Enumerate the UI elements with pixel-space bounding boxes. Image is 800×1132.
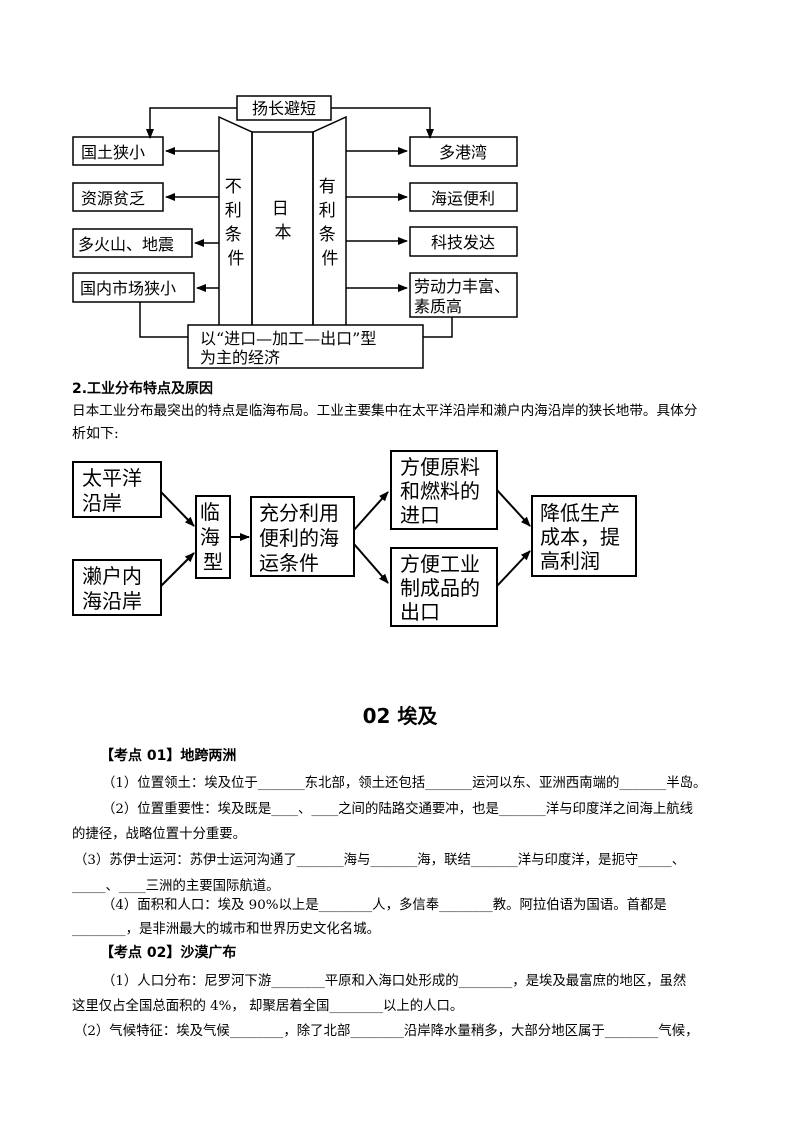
left-box-1 [72, 136, 164, 166]
flow-box-shipping [250, 496, 355, 577]
bottom-connector-right [423, 317, 453, 338]
left-box-2 [72, 182, 164, 212]
top-connector [146, 107, 237, 139]
flow-box-seto [72, 559, 162, 616]
left-box-2-text: 资源贫乏 [81, 189, 145, 208]
right-box-4-text-1: 劳动力丰富、 [414, 277, 510, 296]
flow-box-export-text: 方便工业 制成品的 出口 [400, 552, 486, 624]
egypt-line-4b: ________，是非洲最大的城市和世界历史文化名城。 [72, 922, 380, 937]
flow-arrow-6 [496, 489, 531, 527]
flow-box-profit-text: 降低生产 成本，提 高利润 [540, 501, 626, 573]
flow-box-seto-text: 濑户内 海沿岸 [82, 564, 148, 613]
flow-arrow-2 [160, 552, 195, 587]
right-side-label: 有 利 条 件 [319, 177, 341, 269]
kaodian-02-heading: 【考点 02】沙漠广布 [100, 945, 237, 961]
top-box [236, 95, 332, 121]
left-box-4-text: 国内市场狭小 [80, 279, 176, 298]
left-box-3-text: 多火山、地震 [78, 235, 174, 254]
flow-arrow-4 [353, 491, 389, 531]
section-heading: 2.工业分布特点及原因 [72, 381, 214, 397]
left-box-3 [72, 228, 193, 258]
flow-arrow-7 [496, 550, 531, 587]
flow-box-coastal-text: 临 海 型 [200, 500, 226, 574]
egypt-line-4a: （4）面积和人口：埃及 90%以上是________人，多信奉________教… [102, 898, 667, 913]
flow-box-profit [531, 495, 637, 577]
flow-box-pacific-text: 太平洋 沿岸 [82, 466, 148, 515]
left-side-label: 不 利 条 件 [225, 177, 247, 269]
right-box-3 [409, 226, 518, 257]
section-paragraph-line-2: 析如下: [72, 426, 119, 442]
bottom-connector [139, 302, 188, 338]
egypt-line-3b: _____、____三洲的主要国际航道。 [72, 879, 280, 894]
egypt-line-2a: （2）位置重要性：埃及既是____、____之间的陆路交通要冲，也是______… [102, 802, 694, 817]
center-label: 日 本 [272, 199, 294, 243]
kaodian-01-heading: 【考点 01】地跨两洲 [100, 748, 237, 764]
egypt-line-3a: （3）苏伊士运河：苏伊士运河沟通了_______海与_______海，联结___… [74, 853, 686, 868]
flow-box-shipping-text: 充分利用 便利的海 运条件 [259, 501, 345, 575]
bottom-box-text-2: 为主的经济 [200, 348, 280, 367]
egypt-title: 02 埃及 [362, 704, 438, 728]
left-box-4 [72, 272, 195, 303]
egypt-line-6: （2）气候特征：埃及气候________，除了北部________沿岸降水量稍多… [74, 1024, 699, 1039]
flow-arrow-5 [353, 543, 389, 584]
flow-box-export [390, 547, 498, 627]
bottom-box [187, 324, 424, 369]
bottom-box-text-1: 以“进口—加工—出口”型 [200, 329, 376, 348]
japan-conditions-diagram: 扬长避短 不 利 条 件 日 本 有 利 条 件 国土狭小 资源贫乏 多火山、地… [72, 95, 518, 369]
flow-arrow-1 [160, 491, 195, 527]
right-box-1-text: 多港湾 [439, 143, 487, 162]
top-connector-right [331, 107, 434, 139]
right-box-4 [409, 272, 518, 318]
industry-distribution-diagram: 太平洋 沿岸 濑户内 海沿岸 临 海 型 充分利用 便利的海 运条件 方便原料 … [72, 450, 637, 627]
right-box-1 [409, 136, 518, 167]
egypt-line-5b: 这里仅占全国总面积的 4%， 却聚居着全国________以上的人口。 [72, 999, 464, 1014]
right-box-4-text-2: 素质高 [414, 297, 462, 316]
egypt-line-5a: （1）人口分布：尼罗河下游________平原和入海口处形成的________，… [102, 974, 687, 989]
flow-box-import-text: 方便原料 和燃料的 进口 [400, 455, 486, 527]
right-box-2-text: 海运便利 [431, 189, 495, 208]
egypt-line-2b: 的捷径，战略位置十分重要。 [72, 827, 247, 842]
left-box-1-text: 国土狭小 [81, 143, 145, 162]
egypt-line-1: （1）位置领土：埃及位于_______东北部，领土还包括_______运河以东、… [102, 776, 707, 791]
right-box-2 [409, 182, 518, 212]
top-box-text: 扬长避短 [252, 99, 316, 118]
right-box-3-text: 科技发达 [431, 233, 495, 252]
section-paragraph-line-1: 日本工业分布最突出的特点是临海布局。工业主要集中在太平洋沿岸和濑户内海沿岸的狭长… [72, 403, 698, 419]
flow-box-pacific [72, 461, 162, 518]
